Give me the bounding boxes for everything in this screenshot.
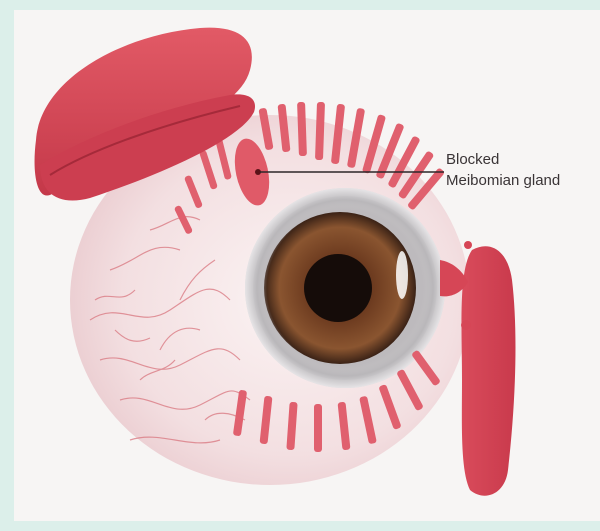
annotation-label-line2: Meibomian gland bbox=[446, 171, 560, 190]
annotation-label-line1: Blocked bbox=[446, 150, 499, 169]
